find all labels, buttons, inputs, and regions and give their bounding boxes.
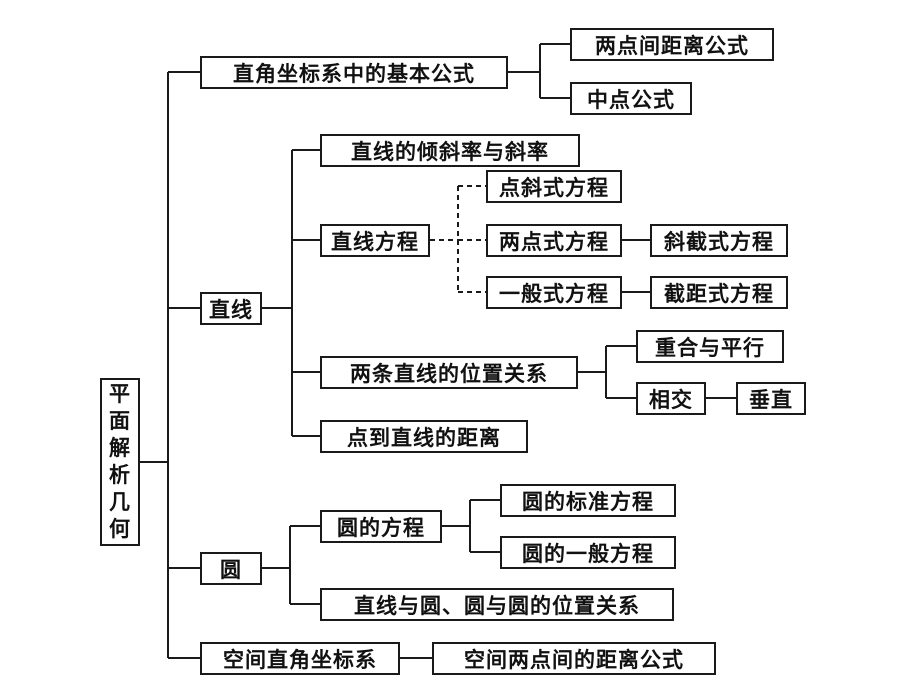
node-two-lines-relation: 两条直线的位置关系 <box>320 356 578 389</box>
connector-line <box>262 150 293 436</box>
node-circle: 圆 <box>200 552 262 585</box>
root-char: 面 <box>109 409 131 433</box>
connector-rel <box>578 345 636 399</box>
connector-circle <box>262 525 320 605</box>
root-char: 几 <box>109 490 131 514</box>
node-circle-general: 圆的一般方程 <box>500 536 676 569</box>
node-point-to-line: 点到直线的距离 <box>320 420 528 453</box>
node-line: 直线 <box>200 292 262 325</box>
node-line-equation: 直线方程 <box>320 224 430 257</box>
node-basic-formulas: 直角坐标系中的基本公式 <box>200 56 508 89</box>
root-char: 析 <box>109 463 131 487</box>
root-node: 平 面 解 析 几 何 <box>100 378 140 546</box>
root-char: 何 <box>109 517 131 541</box>
node-circle-relations: 直线与圆、圆与圆的位置关系 <box>320 588 674 621</box>
node-point-slope: 点斜式方程 <box>486 170 622 203</box>
node-intersect: 相交 <box>636 382 706 415</box>
node-two-point-form: 两点式方程 <box>486 224 622 257</box>
connector-root <box>140 72 169 658</box>
connector-basic <box>508 43 570 99</box>
node-midpoint: 中点公式 <box>570 82 692 115</box>
root-char: 解 <box>109 436 131 460</box>
node-two-point-distance: 两点间距离公式 <box>570 28 774 61</box>
connector-eq <box>430 185 486 293</box>
node-inclination-slope: 直线的倾斜率与斜率 <box>320 134 580 167</box>
node-slope-intercept: 斜截式方程 <box>650 224 788 257</box>
node-general-form: 一般式方程 <box>486 276 622 309</box>
node-circle-standard: 圆的标准方程 <box>500 484 676 517</box>
node-space-coords: 空间直角坐标系 <box>200 642 400 675</box>
root-char: 平 <box>109 382 131 406</box>
connector-circle-eq <box>442 499 500 553</box>
node-circle-equation: 圆的方程 <box>320 510 442 543</box>
node-coincide-parallel: 重合与平行 <box>636 330 784 363</box>
node-perpendicular: 垂直 <box>736 382 806 415</box>
node-space-distance: 空间两点间的距离公式 <box>432 642 716 675</box>
node-intercept-form: 截距式方程 <box>650 276 788 309</box>
